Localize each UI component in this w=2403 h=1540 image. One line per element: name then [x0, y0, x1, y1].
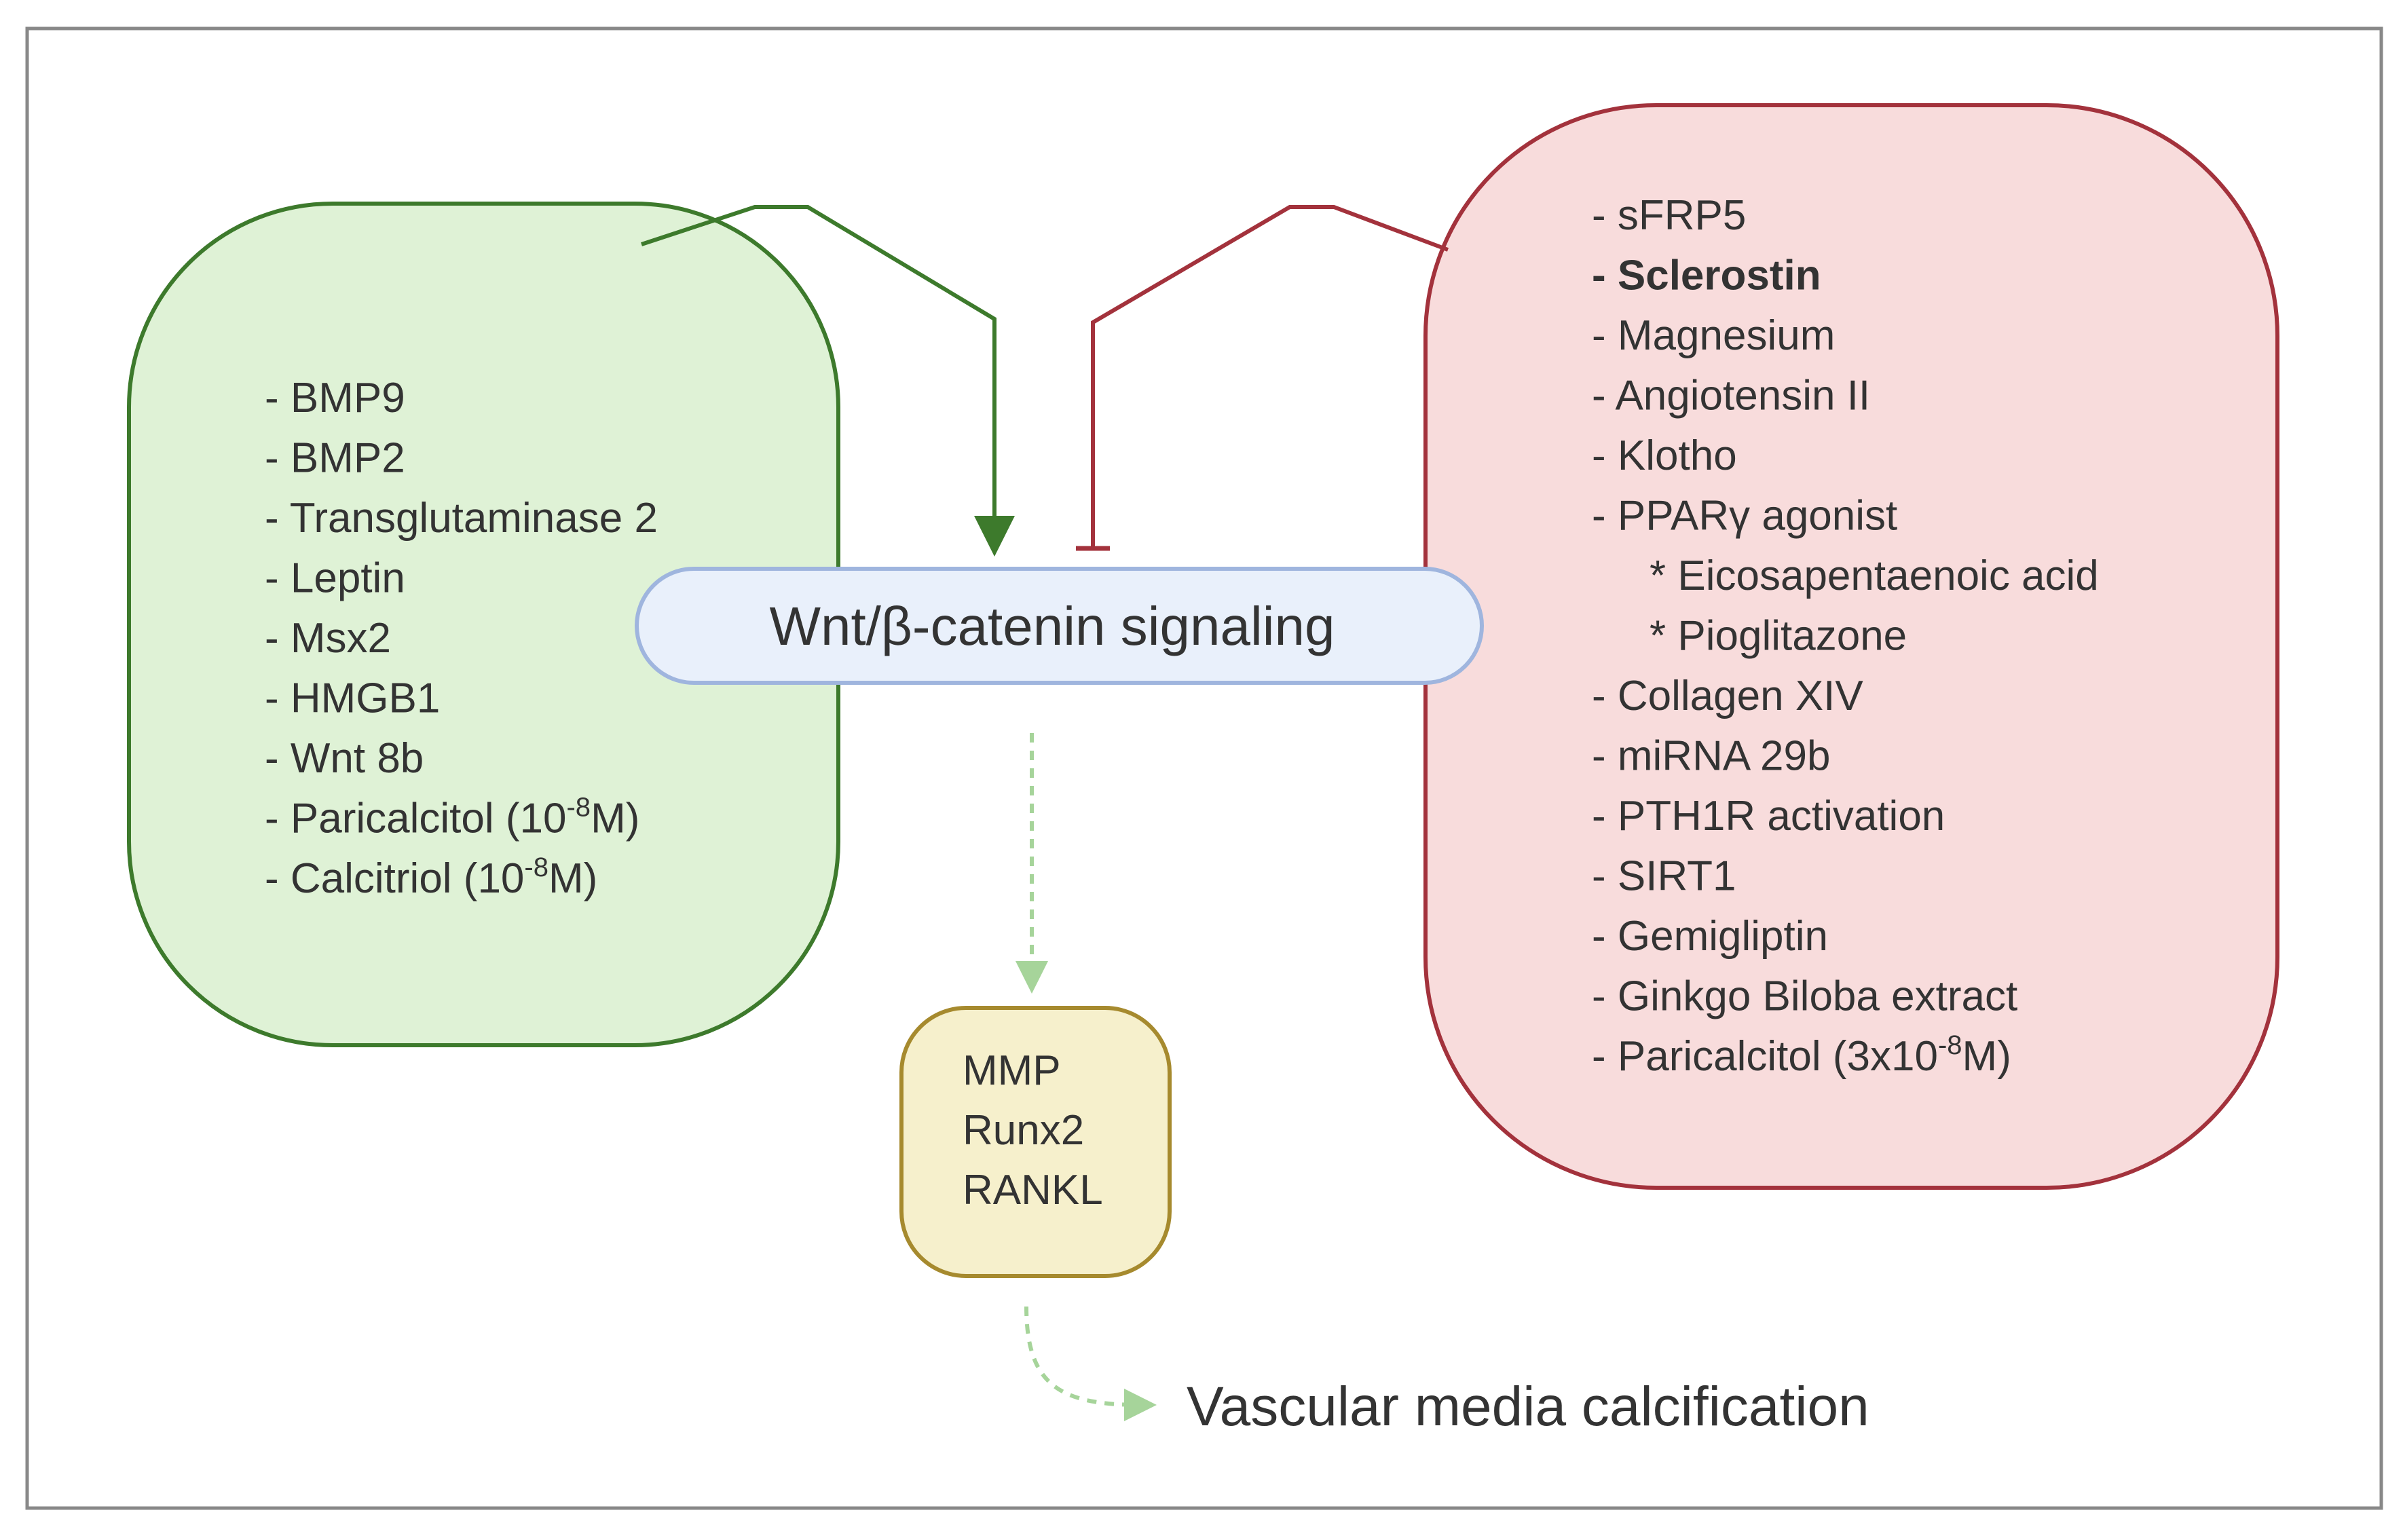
inhibitor-item-bullet: -	[1592, 673, 1618, 719]
inhibitor-item-label: PPARγ agonist	[1618, 493, 1897, 540]
inhibitor-item-label: Magnesium	[1618, 312, 1835, 359]
activator-item-unit: M)	[591, 795, 639, 842]
inhibitor-item-bullet: -	[1592, 1033, 1618, 1080]
activator-item-bullet: -	[265, 855, 291, 902]
inhibitor-item: - sFRP5	[1592, 192, 1746, 239]
activator-item: - HMGB1	[265, 675, 440, 722]
inhibitor-item-label: Gemigliptin	[1618, 913, 1828, 960]
inhibitor-item: * Pioglitazone	[1650, 613, 1907, 660]
inhibitor-item-bullet: -	[1592, 913, 1618, 960]
inhibitor-item-label: sFRP5	[1618, 192, 1746, 239]
inhibitor-item: - Klotho	[1592, 432, 1737, 479]
inhibitor-item-exponent: -8	[1938, 1030, 1962, 1060]
inhibitor-item-label: miRNA 29b	[1618, 733, 1831, 780]
inhibitor-item: - PPARγ agonist	[1592, 493, 1897, 540]
inhibitor-item: - miRNA 29b	[1592, 733, 1830, 780]
target-item: RANKL	[963, 1167, 1103, 1214]
inhibitors-list: - sFRP5- Sclerostin- Magnesium- Angioten…	[1592, 192, 2099, 1080]
inhibitor-item-label: Klotho	[1618, 432, 1737, 479]
inhibition-line	[1091, 205, 1449, 548]
inhibitor-item-label: Angiotensin II	[1615, 373, 1870, 419]
activator-item-bullet: -	[265, 375, 291, 421]
activator-item-label: Msx2	[291, 615, 391, 662]
activator-item-bullet: -	[265, 495, 290, 542]
target-item: Runx2	[963, 1107, 1084, 1154]
inhibitor-item-bullet: *	[1650, 552, 1677, 599]
activator-item-label: Transglutaminase 2	[290, 495, 658, 542]
inhibitor-item: - Ginkgo Biloba extract	[1592, 973, 2017, 1020]
inhibitor-item-label: Sclerostin	[1618, 252, 1821, 299]
inhibitor-item-bullet: *	[1650, 613, 1677, 660]
activator-item: - BMP9	[265, 375, 405, 421]
activator-item-exponent: -8	[566, 793, 591, 823]
activator-item: - Wnt 8b	[265, 735, 424, 782]
activator-item-label: Wnt 8b	[291, 735, 424, 782]
pathway-label: Wnt/β-catenin signaling	[769, 596, 1335, 656]
inhibitor-item-label: PTH1R activation	[1618, 793, 1945, 840]
inhibitor-item: - Magnesium	[1592, 312, 1835, 359]
inhibitor-item-bullet: -	[1592, 853, 1618, 900]
inhibitor-item: - PTH1R activation	[1592, 793, 1945, 840]
inhibitor-item-label: Collagen XIV	[1618, 673, 1864, 719]
inhibitor-item-unit: M)	[1962, 1033, 2011, 1080]
activator-item-bullet: -	[265, 555, 291, 602]
inhibitor-item-bullet: -	[1592, 493, 1618, 540]
inhibitor-item-bullet: -	[1592, 192, 1618, 239]
activation-arrow	[641, 205, 1015, 557]
inhibitor-item-bullet: -	[1592, 973, 1618, 1020]
pathway-node	[635, 567, 1484, 685]
inhibitor-item-bullet: -	[1592, 312, 1618, 359]
outer-frame	[25, 26, 2383, 1510]
activator-item-exponent: -8	[524, 852, 548, 882]
inhibitor-item: - Angiotensin II	[1592, 373, 1870, 419]
inhibitor-item-bullet: -	[1592, 252, 1618, 299]
activator-item: - Calcitriol (10-8M)	[265, 852, 597, 902]
activator-item-label: Calcitriol (10	[291, 855, 525, 902]
activator-item: - BMP2	[265, 435, 405, 482]
inhibitor-item: - Gemigliptin	[1592, 913, 1828, 960]
activator-item: - Leptin	[265, 555, 405, 602]
targets-box	[899, 1006, 1172, 1278]
inhibitor-item: - Sclerostin	[1592, 252, 1821, 299]
activator-item-label: HMGB1	[291, 675, 440, 722]
inhibitor-item-bullet: -	[1592, 432, 1618, 479]
activator-item: - Transglutaminase 2	[265, 495, 658, 542]
inhibitor-item-bullet: -	[1592, 793, 1618, 840]
target-item: MMP	[963, 1047, 1061, 1094]
activator-item-bullet: -	[265, 615, 291, 662]
activator-item: - Paricalcitol (10-8M)	[265, 793, 639, 842]
inhibitor-item-label: Pioglitazone	[1677, 613, 1907, 660]
inhibitor-item-label: Eicosapentaenoic acid	[1677, 552, 2098, 599]
inhibitor-item-bullet: -	[1592, 733, 1618, 780]
inhibitor-item: - Paricalcitol (3x10-8M)	[1592, 1030, 2011, 1080]
inhibitor-item-bullet: -	[1592, 373, 1615, 419]
activator-item-bullet: -	[265, 675, 291, 722]
inhibitor-item-label: SIRT1	[1618, 853, 1736, 900]
activator-item-label: Leptin	[291, 555, 405, 602]
targets-to-outcome-arrow	[1024, 1306, 1157, 1421]
inhibitor-item: - Collagen XIV	[1592, 673, 1863, 719]
activator-item-label: BMP9	[291, 375, 405, 421]
activator-item: - Msx2	[265, 615, 391, 662]
inhibitor-item-label: Ginkgo Biloba extract	[1618, 973, 2017, 1020]
activator-item-unit: M)	[548, 855, 597, 902]
inhibitor-item: - SIRT1	[1592, 853, 1736, 900]
outcome-label: Vascular media calcification	[1187, 1376, 1869, 1438]
activator-item-label: Paricalcitol (10	[291, 795, 567, 842]
activators-list: - BMP9- BMP2- Transglutaminase 2- Leptin…	[265, 375, 658, 902]
activator-item-bullet: -	[265, 795, 291, 842]
activator-item-bullet: -	[265, 735, 291, 782]
activator-item-bullet: -	[265, 435, 291, 482]
inhibitor-item: * Eicosapentaenoic acid	[1650, 552, 2099, 599]
activator-item-label: BMP2	[291, 435, 405, 482]
inhibitor-item-label: Paricalcitol (3x10	[1618, 1033, 1938, 1080]
